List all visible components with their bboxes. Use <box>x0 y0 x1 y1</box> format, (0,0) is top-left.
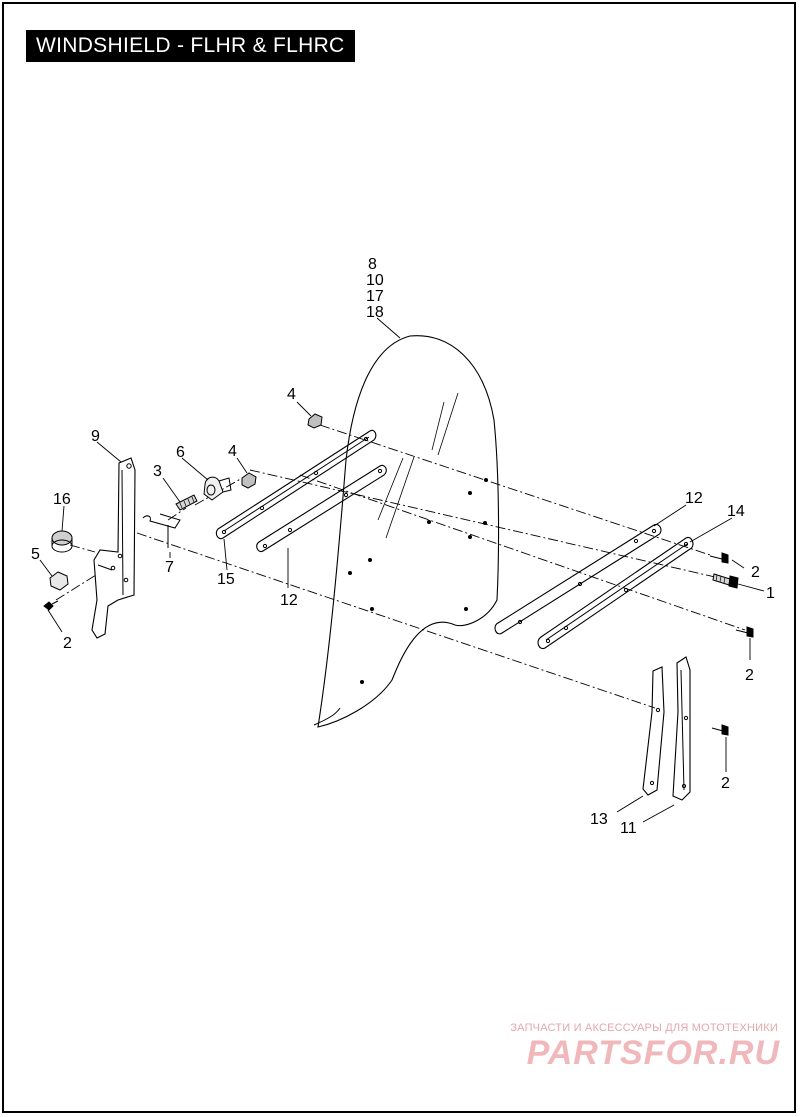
leader-lines <box>39 317 765 823</box>
callout-15: 15 <box>217 571 235 588</box>
callout-14: 14 <box>727 503 745 520</box>
clamp <box>203 476 232 501</box>
callout-2-right-upper: 2 <box>751 564 760 581</box>
callout-10: 10 <box>366 272 384 289</box>
windshield-edge <box>313 707 341 726</box>
callout-13: 13 <box>590 811 608 828</box>
screw-right-upper <box>709 552 729 564</box>
screw-left <box>43 600 59 611</box>
threaded-stud <box>175 494 198 511</box>
callout-5: 5 <box>31 546 40 563</box>
callout-17: 17 <box>366 288 384 305</box>
windshield-mount-holes <box>348 478 488 684</box>
watermark-tagline: ЗАПЧАСТИ И АКСЕССУАРЫ ДЛЯ МОТОТЕХНИКИ <box>510 1022 778 1034</box>
callout-16: 16 <box>53 491 71 508</box>
vertical-strip-11 <box>672 656 691 801</box>
lower-left-strip <box>256 464 387 553</box>
right-strip-12 <box>494 523 662 635</box>
screw-right-mid <box>735 626 754 638</box>
callout-2-left: 2 <box>63 635 72 652</box>
callout-12-left: 12 <box>280 592 298 609</box>
callout-11: 11 <box>620 820 637 837</box>
windshield-outline <box>317 335 500 728</box>
callout-3: 3 <box>153 463 162 480</box>
screw-right-lower <box>711 724 729 736</box>
wire-clip <box>142 513 181 529</box>
callout-1: 1 <box>766 585 775 602</box>
callout-6: 6 <box>176 444 185 461</box>
alignment-lines <box>55 424 746 709</box>
callout-4-mid: 4 <box>228 443 237 460</box>
acorn-nut-left <box>49 571 69 591</box>
callout-2-right-lower: 2 <box>721 775 730 792</box>
callout-18: 18 <box>366 304 384 321</box>
windshield-glare-lines <box>377 392 459 539</box>
page-title: WINDSHIELD - FLHR & FLHRC <box>26 30 355 62</box>
callout-7: 7 <box>165 559 174 576</box>
callout-12-right: 12 <box>685 490 703 507</box>
grommet <box>51 530 73 553</box>
watermark-logo: PARTSFOR.RU <box>526 1034 780 1072</box>
acorn-nut-mid <box>241 472 257 489</box>
right-strip-14 <box>537 536 694 650</box>
left-bracket <box>91 457 136 639</box>
upper-left-strip <box>215 429 377 540</box>
bolt-part-1 <box>712 573 739 589</box>
callout-4-top: 4 <box>287 386 296 403</box>
callout-9: 9 <box>91 428 100 445</box>
callout-labels: 8 10 17 18 4 9 6 4 3 16 5 7 15 12 2 12 1… <box>31 256 775 837</box>
acorn-nut-top <box>307 413 323 429</box>
vertical-strip-13 <box>642 666 665 796</box>
callout-8: 8 <box>368 256 377 273</box>
callout-2-right-mid: 2 <box>745 667 754 684</box>
